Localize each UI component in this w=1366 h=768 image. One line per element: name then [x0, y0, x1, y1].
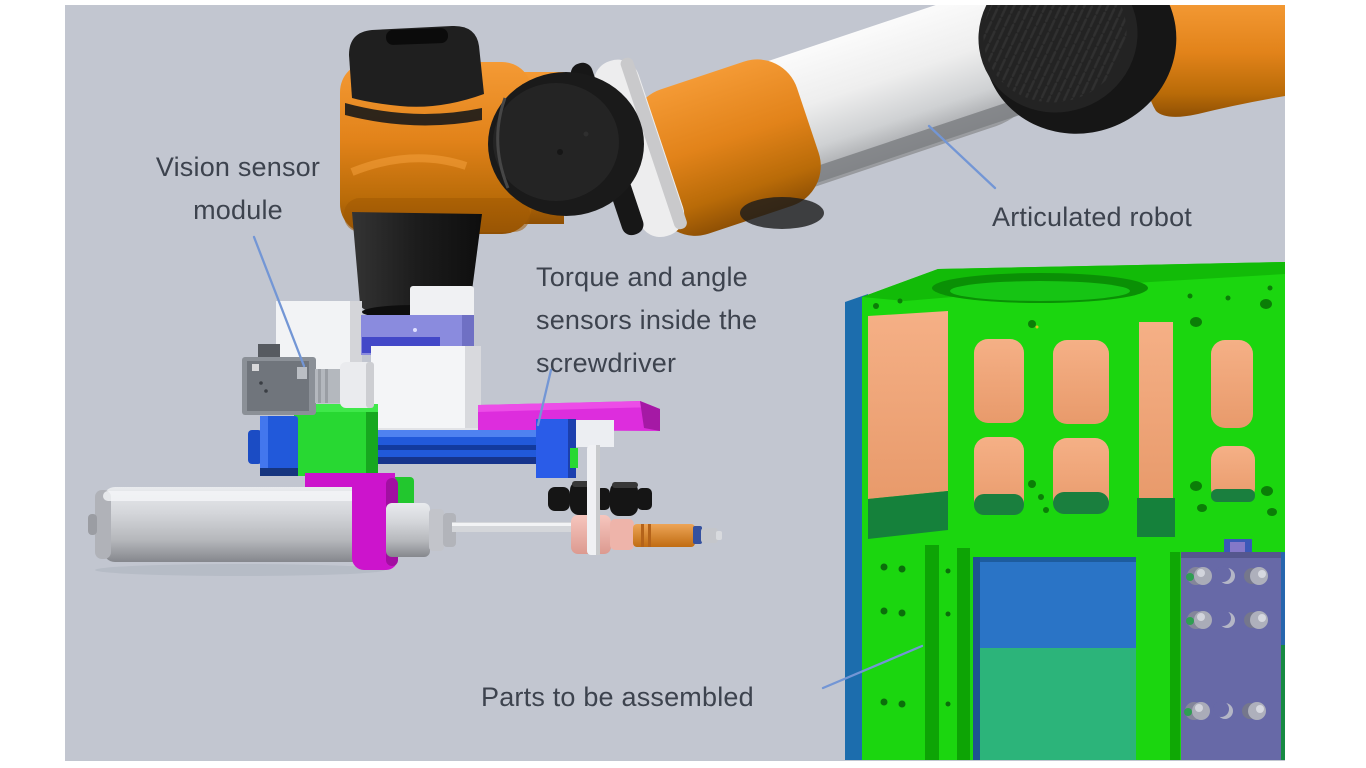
l-bracket-flange	[576, 420, 614, 447]
teal-panel	[973, 648, 1136, 760]
fixture-holes	[873, 285, 1277, 708]
upper-arm-orange	[1145, 5, 1285, 117]
label-articulated-robot: Articulated robot	[992, 202, 1193, 232]
label-torque-angle-sensors: Torque and angle sensors inside the scre…	[536, 262, 758, 378]
gripper-block	[294, 404, 378, 476]
elbow-joint	[631, 59, 821, 236]
blue-panel	[973, 557, 1136, 648]
label-parts-to-be-assembled: Parts to be assembled	[481, 682, 754, 712]
slide-block	[248, 416, 298, 476]
fastener-panel	[1181, 552, 1281, 760]
fastener-bolts	[1184, 566, 1268, 720]
l-bracket-slat-shade	[596, 445, 600, 555]
leader-lines	[252, 124, 997, 690]
bit-collar	[571, 515, 634, 554]
fixture-windows	[868, 311, 1255, 539]
vision-sensor-camera	[242, 344, 374, 415]
screwdriver	[88, 445, 722, 576]
tool-plate	[478, 401, 660, 431]
rail-clamp	[536, 419, 578, 478]
mount-box-large	[371, 346, 481, 436]
screwdriver-shaft	[452, 522, 576, 532]
shoulder-cap-icon	[349, 25, 484, 107]
parts-fixture	[845, 262, 1285, 760]
leader-parts-assembled	[821, 644, 924, 690]
leader-articulated-robot	[927, 124, 997, 190]
elbow-shadow	[740, 197, 824, 229]
screwdriver-nose	[386, 503, 456, 557]
shoulder-disc-icon	[488, 72, 644, 216]
fixture-lower	[925, 539, 1285, 760]
label-vision-sensor-module: Vision sensor module	[155, 152, 321, 225]
screwdriver-bit	[633, 524, 722, 547]
camera-connector	[258, 344, 280, 358]
leader-torque-sensors	[536, 368, 553, 427]
wrist-joint-icon	[978, 5, 1177, 134]
mount-box-small	[410, 286, 474, 320]
leader-vision-sensor	[252, 235, 306, 368]
screwdriver-motor-body	[88, 487, 368, 562]
